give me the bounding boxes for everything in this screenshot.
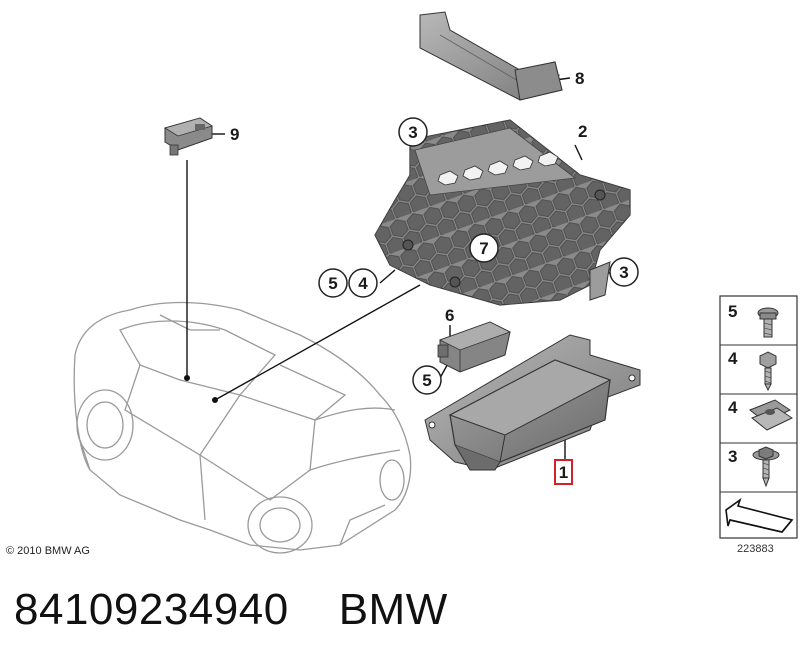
legend-row-1: 5: [728, 302, 779, 338]
image-number: 223883: [737, 543, 774, 555]
torx-screw-icon: [757, 307, 779, 338]
leader-dot-roof: [184, 375, 190, 381]
part-9-sensor: [164, 117, 213, 156]
legend-row-5: [725, 497, 794, 533]
part-2-mounting-plate: [374, 119, 631, 306]
svg-text:1: 1: [559, 463, 568, 482]
part-6-module: [437, 321, 512, 373]
callout-5-module: 5: [412, 365, 442, 395]
svg-text:6: 6: [445, 306, 454, 325]
svg-text:5: 5: [328, 274, 337, 293]
callout-8: 8: [575, 69, 584, 88]
leader-dot-door: [212, 397, 218, 403]
callout-5-plate: 5: [318, 268, 348, 298]
svg-text:5: 5: [422, 371, 431, 390]
self-tapping-screw-icon: [752, 446, 780, 488]
callout-6: 6: [445, 306, 454, 325]
legend-row-3: 4: [728, 398, 794, 431]
svg-text:4: 4: [728, 398, 738, 417]
part-number: 84109234940: [14, 585, 289, 634]
svg-text:3: 3: [619, 263, 628, 282]
spring-nut-icon: [749, 399, 794, 431]
legend-row-4: 3: [728, 446, 780, 488]
callout-3-right: 3: [609, 257, 639, 287]
part-caption: 84109234940 BMW: [14, 585, 448, 635]
svg-text:7: 7: [479, 239, 488, 258]
part-8-cover: [419, 11, 563, 101]
legend-row-2: 4: [728, 349, 777, 392]
svg-text:9: 9: [230, 125, 239, 144]
callout-3-top: 3: [398, 117, 428, 147]
svg-text:8: 8: [575, 69, 584, 88]
svg-text:3: 3: [728, 447, 737, 466]
brand-name: BMW: [338, 585, 448, 634]
fastener-legend: 5 4 4: [719, 295, 798, 539]
svg-text:4: 4: [728, 349, 738, 368]
part-1-control-unit: [424, 334, 641, 471]
callout-7: 7: [469, 233, 499, 263]
direction-arrow-icon: [725, 497, 794, 533]
svg-text:3: 3: [408, 123, 417, 142]
callout-1: 1: [554, 459, 573, 485]
svg-text:4: 4: [358, 274, 368, 293]
copyright-notice: © 2010 BMW AG: [6, 545, 90, 557]
callout-2: 2: [578, 122, 587, 141]
vehicle-outline: [73, 301, 412, 554]
callout-9: 9: [230, 125, 239, 144]
hex-screw-icon: [759, 351, 777, 392]
svg-text:5: 5: [728, 302, 737, 321]
callout-4: 4: [348, 268, 378, 298]
svg-text:2: 2: [578, 122, 587, 141]
